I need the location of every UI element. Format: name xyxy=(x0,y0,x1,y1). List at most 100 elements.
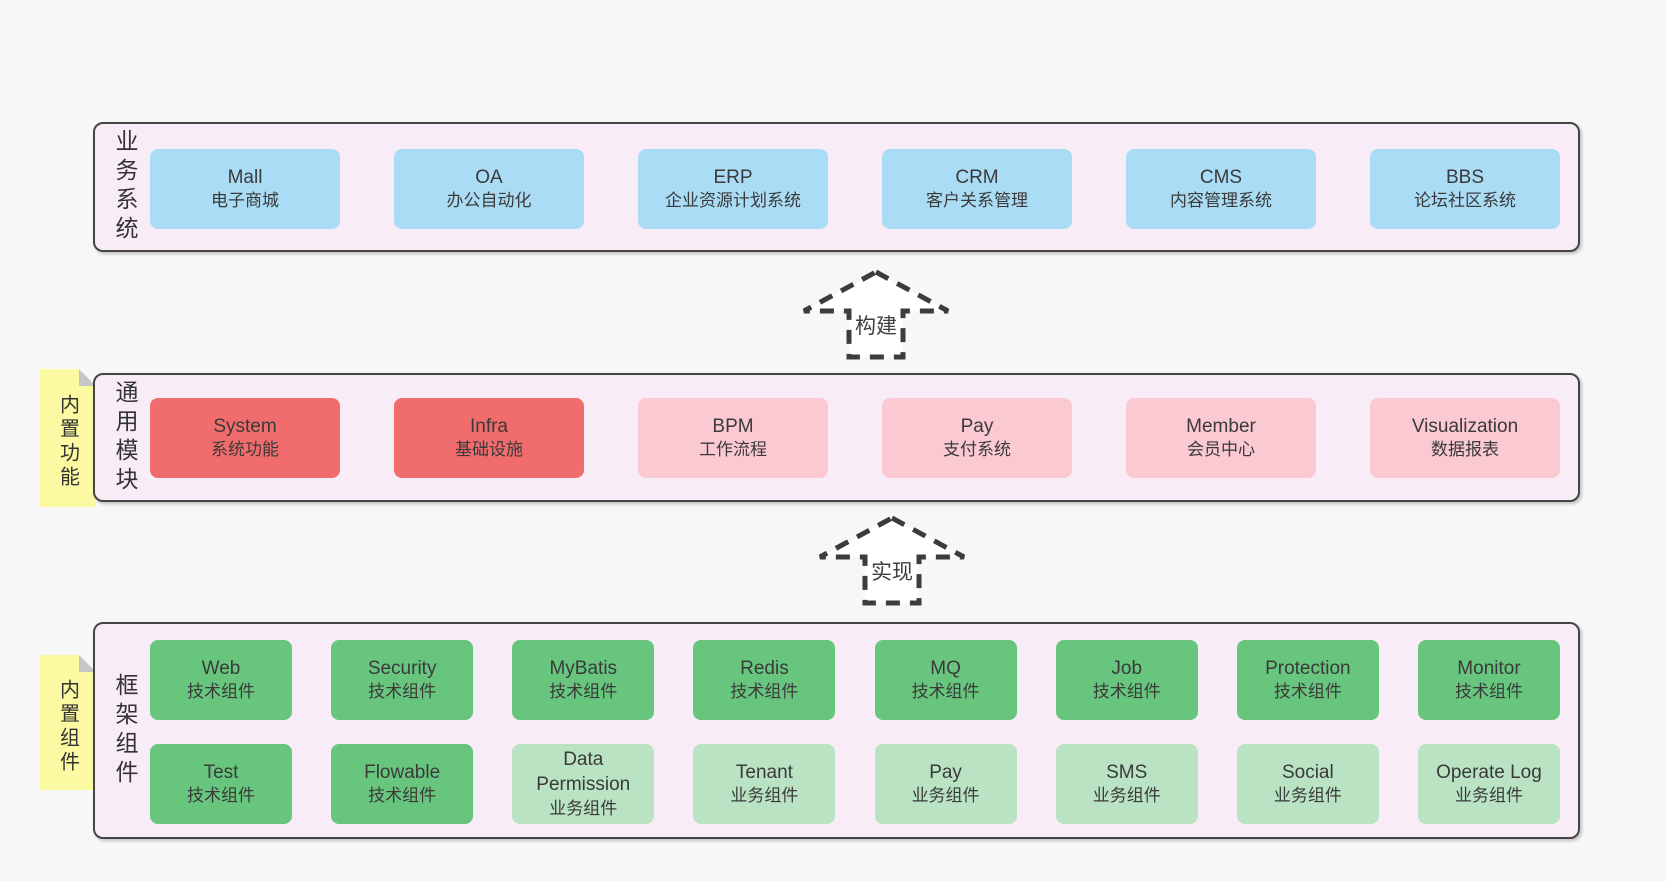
sticky-note-label: 内置功能 xyxy=(56,394,79,490)
framework-box-row-1: Web 技术组件 Security 技术组件 MyBatis 技术组件 Redi… xyxy=(150,640,1560,720)
box-title: Security xyxy=(367,657,437,679)
box-subtitle: 业务组件 xyxy=(1454,786,1523,806)
box-subtitle: 技术组件 xyxy=(368,682,437,702)
box-title: MQ xyxy=(930,657,961,679)
business-box-row: Mall 电子商城 OA 办公自动化 ERP 企业资源计划系统 CRM 客户关系… xyxy=(150,149,1560,229)
box-title: Job xyxy=(1111,657,1143,679)
box-web: Web 技术组件 xyxy=(150,640,292,720)
box-subtitle: 技术组件 xyxy=(187,786,255,806)
panel-side-label-business: 业务系统 xyxy=(112,129,138,245)
box-subtitle: 企业资源计划系统 xyxy=(665,191,801,211)
box-title: Tenant xyxy=(735,761,793,783)
box-mq: MQ 技术组件 xyxy=(874,640,1017,720)
box-subtitle: 技术组件 xyxy=(187,682,255,702)
box-oa: OA 办公自动化 xyxy=(394,149,584,229)
box-title: Monitor xyxy=(1457,657,1521,679)
modules-box-row: System 系统功能 Infra 基础设施 BPM 工作流程 Pay 支付系统… xyxy=(150,398,1560,478)
box-title: Protection xyxy=(1265,657,1351,679)
panel-business-systems: 业务系统 Mall 电子商城 OA 办公自动化 ERP 企业资源计划系统 CRM… xyxy=(93,122,1580,252)
box-title: BBS xyxy=(1445,166,1485,188)
box-social: Social 业务组件 xyxy=(1236,744,1379,824)
framework-box-row-2: Test 技术组件 Flowable 技术组件 Data Permission … xyxy=(150,744,1560,824)
box-title: Data Permission xyxy=(536,749,631,795)
box-subtitle: 业务组件 xyxy=(1092,786,1161,806)
box-monitor: Monitor 技术组件 xyxy=(1417,640,1560,720)
box-subtitle: 办公自动化 xyxy=(446,191,532,211)
box-title: MyBatis xyxy=(549,657,618,679)
box-subtitle: 技术组件 xyxy=(549,682,618,702)
box-title: Infra xyxy=(469,415,509,437)
sticky-note-label: 内置组件 xyxy=(56,678,79,775)
box-flowable: Flowable 技术组件 xyxy=(331,744,474,824)
sticky-note-built-in-components: 内置组件 xyxy=(40,655,96,790)
box-pay: Pay 支付系统 xyxy=(882,398,1072,478)
box-subtitle: 内容管理系统 xyxy=(1170,191,1272,211)
box-subtitle: 技术组件 xyxy=(730,682,799,702)
box-sms: SMS 业务组件 xyxy=(1055,744,1198,824)
box-subtitle: 业务组件 xyxy=(549,798,618,818)
box-subtitle: 会员中心 xyxy=(1187,440,1255,460)
box-title: SMS xyxy=(1106,761,1148,783)
box-title: CRM xyxy=(955,166,999,188)
box-subtitle: 业务组件 xyxy=(911,786,980,806)
arrow-label: 构建 xyxy=(853,314,899,340)
box-subtitle: 技术组件 xyxy=(1273,682,1342,702)
box-title: Visualization xyxy=(1411,415,1519,437)
box-title: CMS xyxy=(1199,166,1243,188)
box-subtitle: 工作流程 xyxy=(699,440,767,460)
box-bbs: BBS 论坛社区系统 xyxy=(1370,149,1560,229)
box-subtitle: 技术组件 xyxy=(1454,682,1523,702)
box-subtitle: 支付系统 xyxy=(943,440,1011,460)
box-infra: Infra 基础设施 xyxy=(394,398,584,478)
box-title: Social xyxy=(1281,761,1334,783)
box-subtitle: 业务组件 xyxy=(1273,786,1342,806)
box-crm: CRM 客户关系管理 xyxy=(882,149,1072,229)
panel-common-modules: 通用模块 System 系统功能 Infra 基础设施 BPM 工作流程 Pay… xyxy=(93,373,1580,502)
box-system: System 系统功能 xyxy=(150,398,340,478)
box-job: Job 技术组件 xyxy=(1055,640,1198,720)
box-title: BPM xyxy=(712,415,754,437)
box-protection: Protection 技术组件 xyxy=(1236,640,1379,720)
box-title: Member xyxy=(1186,415,1256,437)
box-title: System xyxy=(213,415,277,437)
box-subtitle: 基础设施 xyxy=(455,440,523,460)
box-title: ERP xyxy=(713,166,753,188)
box-subtitle: 数据报表 xyxy=(1431,440,1499,460)
sticky-note-built-in-features: 内置功能 xyxy=(40,369,96,507)
box-title: Pay xyxy=(929,761,962,783)
panel-framework-components: 框架组件 Web 技术组件 Security 技术组件 MyBatis 技术组件… xyxy=(93,622,1580,839)
box-title: OA xyxy=(475,166,503,188)
box-title: Redis xyxy=(740,657,789,679)
box-subtitle: 电子商城 xyxy=(211,191,279,211)
box-subtitle: 客户关系管理 xyxy=(926,191,1028,211)
arrow-up-build-icon: 构建 xyxy=(801,268,951,360)
box-mall: Mall 电子商城 xyxy=(150,149,340,229)
box-mybatis: MyBatis 技术组件 xyxy=(512,640,655,720)
panel-side-label-modules: 通用模块 xyxy=(112,379,138,496)
box-subtitle: 技术组件 xyxy=(1092,682,1161,702)
box-redis: Redis 技术组件 xyxy=(693,640,836,720)
box-subtitle: 系统功能 xyxy=(211,440,279,460)
box-subtitle: 技术组件 xyxy=(368,786,437,806)
box-title: Test xyxy=(203,761,239,783)
box-erp: ERP 企业资源计划系统 xyxy=(638,149,828,229)
box-pay-biz: Pay 业务组件 xyxy=(874,744,1017,824)
panel-side-label-framework: 框架组件 xyxy=(112,672,138,789)
box-title: Mall xyxy=(227,166,263,188)
arrow-label: 实现 xyxy=(869,560,915,586)
box-cms: CMS 内容管理系统 xyxy=(1126,149,1316,229)
box-test: Test 技术组件 xyxy=(150,744,292,824)
arrow-up-implement-icon: 实现 xyxy=(817,514,967,606)
box-title: Operate Log xyxy=(1436,761,1542,783)
box-title: Flowable xyxy=(364,761,441,783)
box-subtitle: 技术组件 xyxy=(911,682,980,702)
box-title: Pay xyxy=(960,415,994,437)
box-bpm: BPM 工作流程 xyxy=(638,398,828,478)
box-visualization: Visualization 数据报表 xyxy=(1370,398,1560,478)
box-security: Security 技术组件 xyxy=(331,640,474,720)
box-title: Web xyxy=(201,657,241,679)
box-tenant: Tenant 业务组件 xyxy=(693,744,836,824)
box-subtitle: 业务组件 xyxy=(730,786,799,806)
box-operate-log: Operate Log 业务组件 xyxy=(1417,744,1560,824)
